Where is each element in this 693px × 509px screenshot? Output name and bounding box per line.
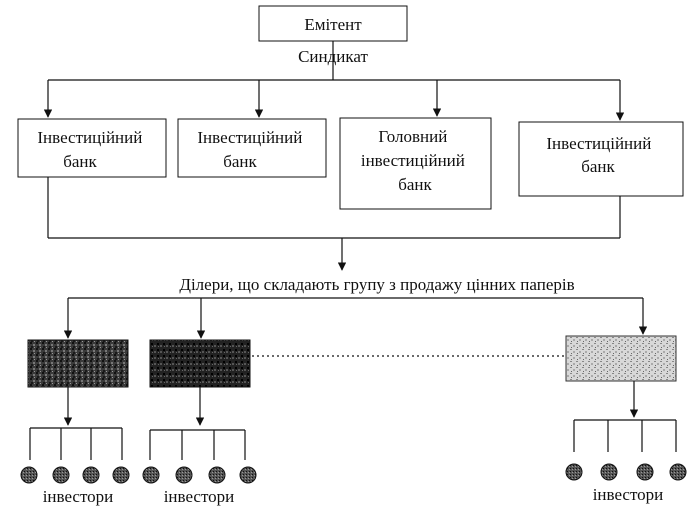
investor-icon bbox=[669, 463, 687, 481]
bank-3-line-1: Головний bbox=[378, 127, 447, 146]
investor-icon bbox=[239, 466, 257, 484]
investor-icon bbox=[175, 466, 193, 484]
dealer-box-2 bbox=[149, 339, 251, 388]
svg-text:Інвестиційний банк: Інвестиційний банк bbox=[546, 134, 655, 176]
svg-text:Інвестиційний банк: Інвестиційний банк bbox=[197, 128, 306, 171]
investor-icon bbox=[600, 463, 618, 481]
investor-icon bbox=[52, 466, 70, 484]
investor-icon bbox=[82, 466, 100, 484]
investor-group-1 bbox=[29, 427, 123, 460]
bank-1-line-1: Інвестиційний bbox=[37, 128, 142, 147]
syndicate-label: Синдикат bbox=[298, 47, 368, 66]
investor-icon bbox=[20, 466, 38, 484]
dealer-box-3 bbox=[565, 335, 677, 382]
bank-node-2: Інвестиційний банк bbox=[177, 118, 327, 178]
investor-icon bbox=[636, 463, 654, 481]
dealer-box-1 bbox=[27, 339, 129, 388]
bank-2-line-1: Інвестиційний bbox=[197, 128, 302, 147]
investor-icon bbox=[565, 463, 583, 481]
investors-label-3: інвестори bbox=[593, 485, 664, 504]
bank-node-4: Інвестиційний банк bbox=[518, 121, 684, 197]
bank-3-line-2: інвестиційний bbox=[361, 151, 465, 170]
bank-node-1: Інвестиційний банк bbox=[17, 118, 167, 178]
investors-label-1: інвестори bbox=[43, 487, 114, 506]
investor-icon bbox=[112, 466, 130, 484]
investor-icons-2 bbox=[142, 466, 257, 484]
investor-icon bbox=[208, 466, 226, 484]
bank-1-line-2: банк bbox=[63, 152, 97, 171]
issuer-node: Емітент bbox=[258, 5, 408, 42]
investor-icons-3 bbox=[565, 463, 687, 481]
bank-2-line-2: банк bbox=[223, 152, 257, 171]
dealers-label: Ділери, що складають групу з продажу цін… bbox=[179, 275, 574, 294]
bank-4-line-1: Інвестиційний bbox=[546, 134, 651, 153]
investor-icon bbox=[142, 466, 160, 484]
investor-group-3 bbox=[573, 419, 677, 452]
investor-icons-1 bbox=[20, 466, 130, 484]
issuer-label: Емітент bbox=[304, 15, 362, 34]
svg-text:Головний інвестиційний: Головний інвестиційний банк bbox=[361, 127, 469, 194]
bank-3-line-3: банк bbox=[398, 175, 432, 194]
svg-text:Інвестиційний банк: Інвестиційний банк bbox=[37, 128, 146, 171]
bank-node-3: Головний інвестиційний банк bbox=[339, 117, 492, 210]
bank-4-line-2: банк bbox=[581, 157, 615, 176]
investors-label-2: інвестори bbox=[164, 487, 235, 506]
investor-group-2 bbox=[149, 429, 246, 460]
